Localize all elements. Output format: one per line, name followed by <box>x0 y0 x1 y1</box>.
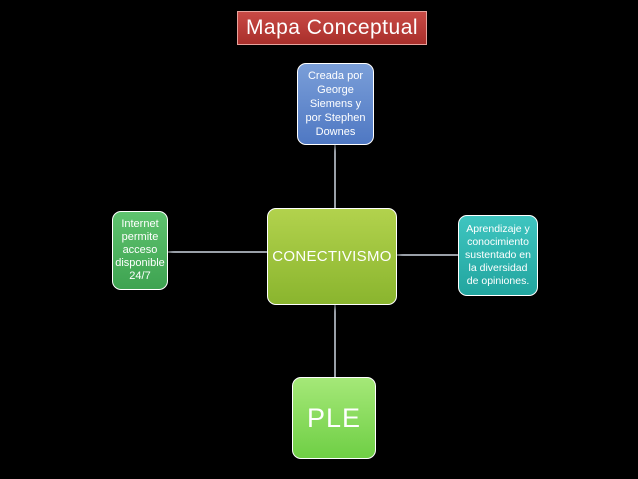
node-learning-line: sustentado en <box>465 249 531 261</box>
connector-bottom <box>334 305 336 377</box>
node-learning-line: de opiniones. <box>466 275 530 287</box>
node-ple-label: PLE <box>306 402 362 433</box>
node-creators-line: por Stephen <box>305 112 366 124</box>
node-creators-line: Siemens y <box>309 98 362 110</box>
node-internet: Internet permite acceso disponible 24/7 <box>112 211 168 290</box>
node-creators-line: Downes <box>315 126 356 138</box>
node-creators-line: Creada por <box>307 70 364 82</box>
node-internet-line: permite <box>121 231 159 243</box>
node-conectivismo-label: CONECTIVISMO <box>272 248 392 265</box>
node-learning-line: la diversidad <box>468 262 528 274</box>
node-creators: Creada por George Siemens y por Stephen … <box>297 63 374 145</box>
node-learning-line: Aprendizaje y <box>466 223 530 235</box>
connector-right <box>397 254 458 256</box>
node-internet-line: Internet <box>121 218 159 230</box>
connector-top <box>334 145 336 208</box>
node-creators-line: George <box>317 84 354 96</box>
connector-left <box>168 251 267 253</box>
node-internet-line: disponible <box>115 257 165 269</box>
node-learning: Aprendizaje y conocimiento sustentado en… <box>458 215 538 296</box>
node-internet-line: acceso <box>122 244 158 256</box>
node-learning-line: conocimiento <box>467 236 529 248</box>
node-ple: PLE <box>292 377 376 459</box>
diagram-title: Mapa Conceptual <box>237 11 427 45</box>
node-internet-line: 24/7 <box>129 270 151 282</box>
node-conectivismo: CONECTIVISMO <box>267 208 397 305</box>
